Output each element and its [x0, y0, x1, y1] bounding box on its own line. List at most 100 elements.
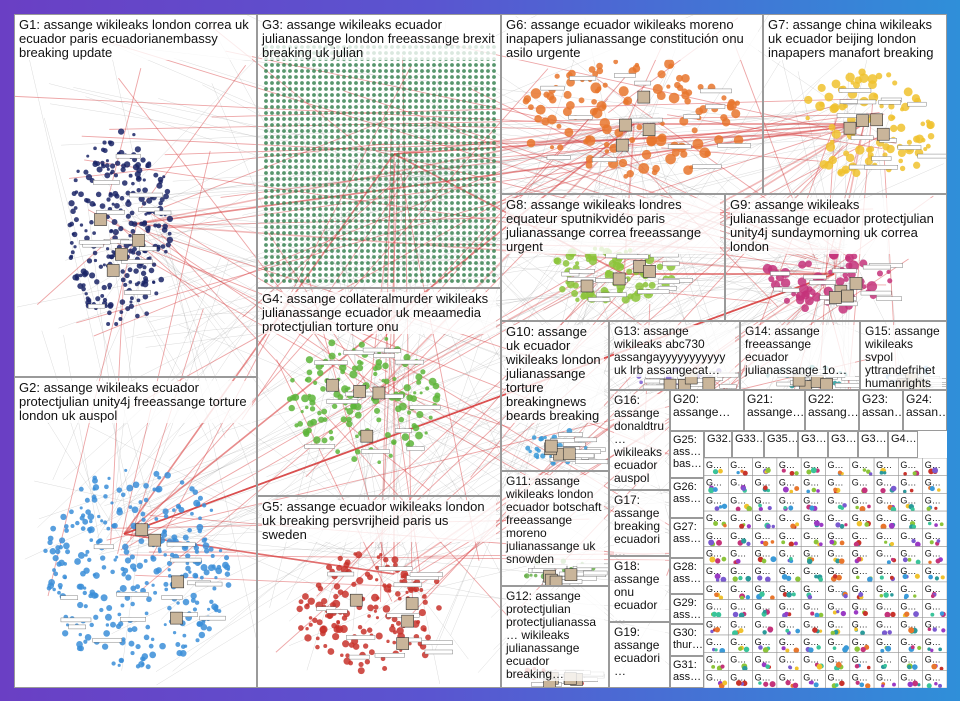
svg-text:G…: G… [706, 478, 722, 488]
group-g33[interactable]: G33… [732, 431, 764, 458]
group-g25[interactable]: G25: ass… bas… [670, 431, 704, 478]
group-g7[interactable]: G7: assange china wikileaks uk ecuador b… [763, 14, 947, 194]
svg-text:G…: G… [730, 478, 746, 488]
svg-text:G…: G… [828, 460, 844, 470]
svg-text:G…: G… [900, 672, 916, 682]
group-g35[interactable]: G35… [764, 431, 798, 458]
group-g26[interactable]: G26: ass… [670, 478, 704, 518]
group-g6-nodes [522, 58, 751, 179]
group-g19[interactable]: G19: assange ecuadori… [609, 622, 670, 688]
group-g11[interactable]: G11: assange wikileaks london ecuador bo… [501, 471, 609, 586]
svg-text:G…: G… [828, 619, 844, 629]
svg-text:G…: G… [779, 531, 795, 541]
group-g15-nodes [885, 365, 946, 389]
group-g8[interactable]: G8: assange wikileaks londres equateur s… [501, 194, 725, 321]
group-g32-label: G32… [707, 433, 731, 445]
group-g21[interactable]: G21: assange… [744, 390, 805, 431]
svg-text:G…: G… [925, 637, 941, 647]
group-g24[interactable]: G24: assan… [903, 390, 947, 431]
svg-text:G…: G… [779, 495, 795, 505]
group-g16[interactable]: G16: assange donaldtru… wikileaks ecuado… [609, 390, 670, 490]
group-g20[interactable]: G20: assange… [670, 390, 744, 431]
svg-text:G…: G… [828, 478, 844, 488]
svg-text:G…: G… [779, 655, 795, 665]
group-g19-nodes [610, 623, 669, 687]
group-g4[interactable]: G4: assange collateralmurder wikileaks j… [257, 288, 501, 496]
svg-text:G…: G… [730, 602, 746, 612]
group-g5[interactable]: G5: assange ecuador wikileaks london uk … [257, 496, 501, 688]
svg-text:G…: G… [876, 460, 892, 470]
svg-text:G…: G… [876, 619, 892, 629]
group-g13[interactable]: G13: assange wikileaks abc730 assangayyy… [609, 321, 740, 390]
svg-text:G…: G… [755, 549, 771, 559]
svg-text:G…: G… [925, 549, 941, 559]
group-g32[interactable]: G32… [704, 431, 732, 458]
svg-text:G…: G… [852, 655, 868, 665]
group-g14[interactable]: G14: assange freeassange ecuador juliana… [740, 321, 860, 390]
svg-text:G…: G… [828, 531, 844, 541]
group-g18[interactable]: G18: assange onu ecuador… [609, 556, 670, 622]
group-g4-a[interactable]: G4… [888, 431, 918, 458]
svg-text:G…: G… [828, 513, 844, 523]
svg-text:G…: G… [900, 495, 916, 505]
group-g28[interactable]: G28: ass… [670, 558, 704, 594]
group-g22[interactable]: G22: assang… [805, 390, 859, 431]
group-g26-label: G26: ass… [673, 481, 702, 505]
svg-text:G…: G… [876, 655, 892, 665]
svg-text:G…: G… [730, 619, 746, 629]
svg-text:G…: G… [852, 584, 868, 594]
svg-text:G…: G… [755, 602, 771, 612]
group-g15[interactable]: G15: assange wikileaks svpol yttrandefri… [860, 321, 947, 390]
svg-text:G…: G… [828, 566, 844, 576]
group-g3-b-label: G3… [831, 433, 857, 445]
svg-text:G…: G… [900, 602, 916, 612]
group-g17-nodes [610, 491, 669, 555]
svg-text:G…: G… [803, 549, 819, 559]
svg-text:G…: G… [779, 584, 795, 594]
group-g9-nodes [762, 249, 903, 314]
svg-text:G…: G… [803, 566, 819, 576]
group-g17[interactable]: G17: assange breaking ecuadori… wikileak… [609, 490, 670, 556]
group-g7-nodes [804, 68, 946, 178]
group-g2-nodes [43, 468, 232, 670]
group-g3-b[interactable]: G3… [828, 431, 858, 458]
svg-text:G…: G… [852, 460, 868, 470]
group-g21-label: G21: assange… [747, 392, 805, 419]
svg-text:G…: G… [706, 655, 722, 665]
svg-text:G…: G… [925, 619, 941, 629]
group-g6[interactable]: G6: assange ecuador wikileaks moreno ina… [501, 14, 763, 194]
group-g12[interactable]: G12: assange protectjulian protectjulian… [501, 586, 609, 688]
svg-text:G…: G… [779, 602, 795, 612]
svg-text:G…: G… [730, 513, 746, 523]
svg-text:G…: G… [852, 637, 868, 647]
group-g1[interactable]: G1: assange wikileaks london correa uk e… [14, 14, 257, 377]
group-g35-label: G35… [767, 433, 798, 445]
svg-text:G…: G… [706, 495, 722, 505]
svg-text:G…: G… [706, 584, 722, 594]
group-g3[interactable]: G3: assange wikileaks ecuador julianassa… [257, 14, 501, 288]
group-g3-a[interactable]: G3… [798, 431, 828, 458]
group-g3-nodes [264, 45, 496, 283]
group-g30-label: G30: thur… [673, 627, 703, 651]
group-g14-nodes [765, 364, 859, 389]
group-g4-nodes [286, 336, 441, 465]
group-g9[interactable]: G9: assange wikileaks julianassange ecua… [725, 194, 947, 321]
group-g29[interactable]: G29: ass… [670, 594, 704, 624]
group-g31[interactable]: G31: ass… [670, 656, 704, 688]
group-g10[interactable]: G10: assange uk ecuador wikileaks london… [501, 321, 609, 471]
svg-text:G…: G… [925, 495, 941, 505]
svg-text:G…: G… [755, 584, 771, 594]
svg-text:G…: G… [876, 566, 892, 576]
group-g12-nodes [520, 666, 605, 687]
svg-text:G…: G… [900, 566, 916, 576]
group-g2[interactable]: G2: assange wikileaks ecuador protectjul… [14, 377, 257, 688]
svg-text:G…: G… [706, 549, 722, 559]
svg-text:G…: G… [828, 495, 844, 505]
group-g23[interactable]: G23: assan… [859, 390, 903, 431]
group-g30[interactable]: G30: thur… [670, 624, 704, 656]
svg-text:G…: G… [730, 584, 746, 594]
group-g3-c[interactable]: G3… [858, 431, 888, 458]
svg-text:G…: G… [925, 513, 941, 523]
svg-text:G…: G… [755, 566, 771, 576]
group-g27[interactable]: G27: ass… [670, 518, 704, 558]
